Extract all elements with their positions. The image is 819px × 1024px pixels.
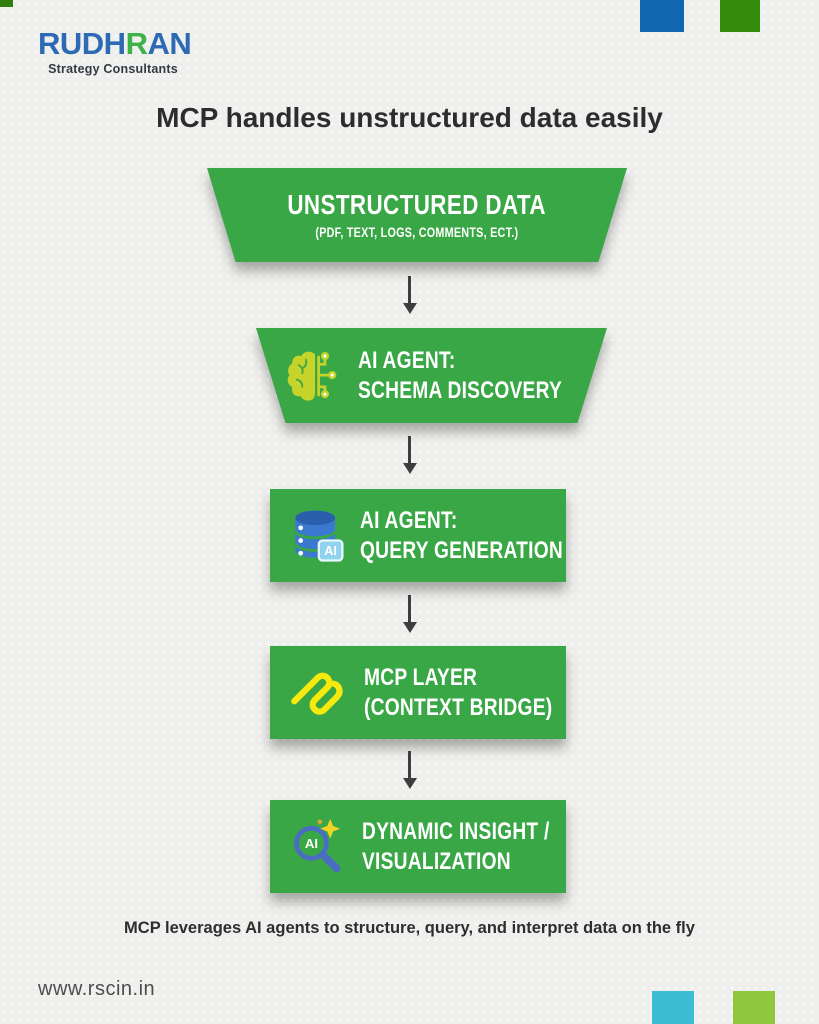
step-title: UNSTRUCTURED DATA: [287, 188, 547, 220]
magnifier-ai-label: AI: [305, 835, 318, 850]
logo-part-3: AN: [147, 26, 192, 61]
down-arrow-icon: [402, 595, 417, 633]
step-text: AI AGENT: QUERY GENERATION: [360, 506, 614, 565]
footer-note: MCP leverages AI agents to structure, qu…: [124, 919, 695, 937]
logo-tagline: Strategy Consultants: [48, 62, 178, 76]
funnel-step-shape: UNSTRUCTURED DATA (PDF, TEXT, LOGS, COMM…: [207, 168, 627, 262]
website-url: www.rscin.in: [38, 978, 156, 1000]
step-text: UNSTRUCTURED DATA (PDF, TEXT, LOGS, COMM…: [207, 188, 627, 241]
logo-part-2: R: [125, 26, 148, 61]
accent-square-bottom-lime: [733, 991, 775, 1024]
brain-circuit-icon: [286, 347, 344, 405]
step-line-2: SCHEMA DISCOVERY: [358, 376, 563, 404]
funnel-step-schema-discovery: AI AGENT: SCHEMA DISCOVERY: [256, 328, 607, 423]
funnel-step-mcp-layer: MCP LAYER (CONTEXT BRIDGE): [270, 646, 566, 739]
down-arrow-icon: [402, 751, 417, 789]
step-text: AI AGENT: SCHEMA DISCOVERY: [358, 346, 607, 405]
down-arrow-icon: [402, 436, 417, 474]
magnifier-ai-icon: AI: [288, 817, 348, 877]
funnel-step-dynamic-insight: AI DYNAMIC INSIGHT / VISUALIZATION: [270, 800, 566, 893]
step-line-1: AI AGENT:: [358, 347, 456, 375]
funnel-step-shape: MCP LAYER (CONTEXT BRIDGE): [270, 646, 566, 739]
step-line-2: VISUALIZATION: [362, 847, 511, 875]
funnel-step-shape: AI AI AGENT: QUERY GENERATION: [270, 489, 566, 582]
database-ai-icon: AI: [288, 507, 346, 565]
step-line-1: DYNAMIC INSIGHT /: [362, 818, 550, 846]
accent-square-top-green: [720, 0, 760, 32]
down-arrow-icon: [402, 276, 417, 314]
page-title: MCP handles unstructured data easily: [156, 102, 663, 133]
step-line-1: MCP LAYER: [364, 664, 478, 692]
funnel-step-unstructured-data: UNSTRUCTURED DATA (PDF, TEXT, LOGS, COMM…: [207, 168, 627, 262]
accent-square-bottom-cyan: [652, 991, 694, 1024]
step-text: MCP LAYER (CONTEXT BRIDGE): [364, 663, 599, 722]
step-subtitle: (PDF, TEXT, LOGS, COMMENTS, ECT.): [315, 225, 519, 241]
funnel-step-query-generation: AI AI AGENT: QUERY GENERATION: [270, 489, 566, 582]
logo-part-1: RUDH: [38, 26, 126, 61]
brand-logo: RUDHRAN Strategy Consultants: [38, 26, 192, 76]
step-text: DYNAMIC INSIGHT / VISUALIZATION: [362, 817, 596, 876]
step-line-2: QUERY GENERATION: [360, 536, 563, 564]
step-line-1: AI AGENT:: [360, 507, 458, 535]
funnel-step-shape: AI AGENT: SCHEMA DISCOVERY: [256, 328, 607, 423]
funnel-step-shape: AI DYNAMIC INSIGHT / VISUALIZATION: [270, 800, 566, 893]
accent-square-top-blue: [640, 0, 684, 32]
mcp-logo-icon: [288, 662, 350, 724]
step-line-2: (CONTEXT BRIDGE): [364, 693, 553, 721]
logo-wordmark: RUDHRAN: [38, 26, 192, 61]
ai-chip-label: AI: [324, 544, 337, 558]
corner-accent-top-left: [0, 0, 13, 7]
